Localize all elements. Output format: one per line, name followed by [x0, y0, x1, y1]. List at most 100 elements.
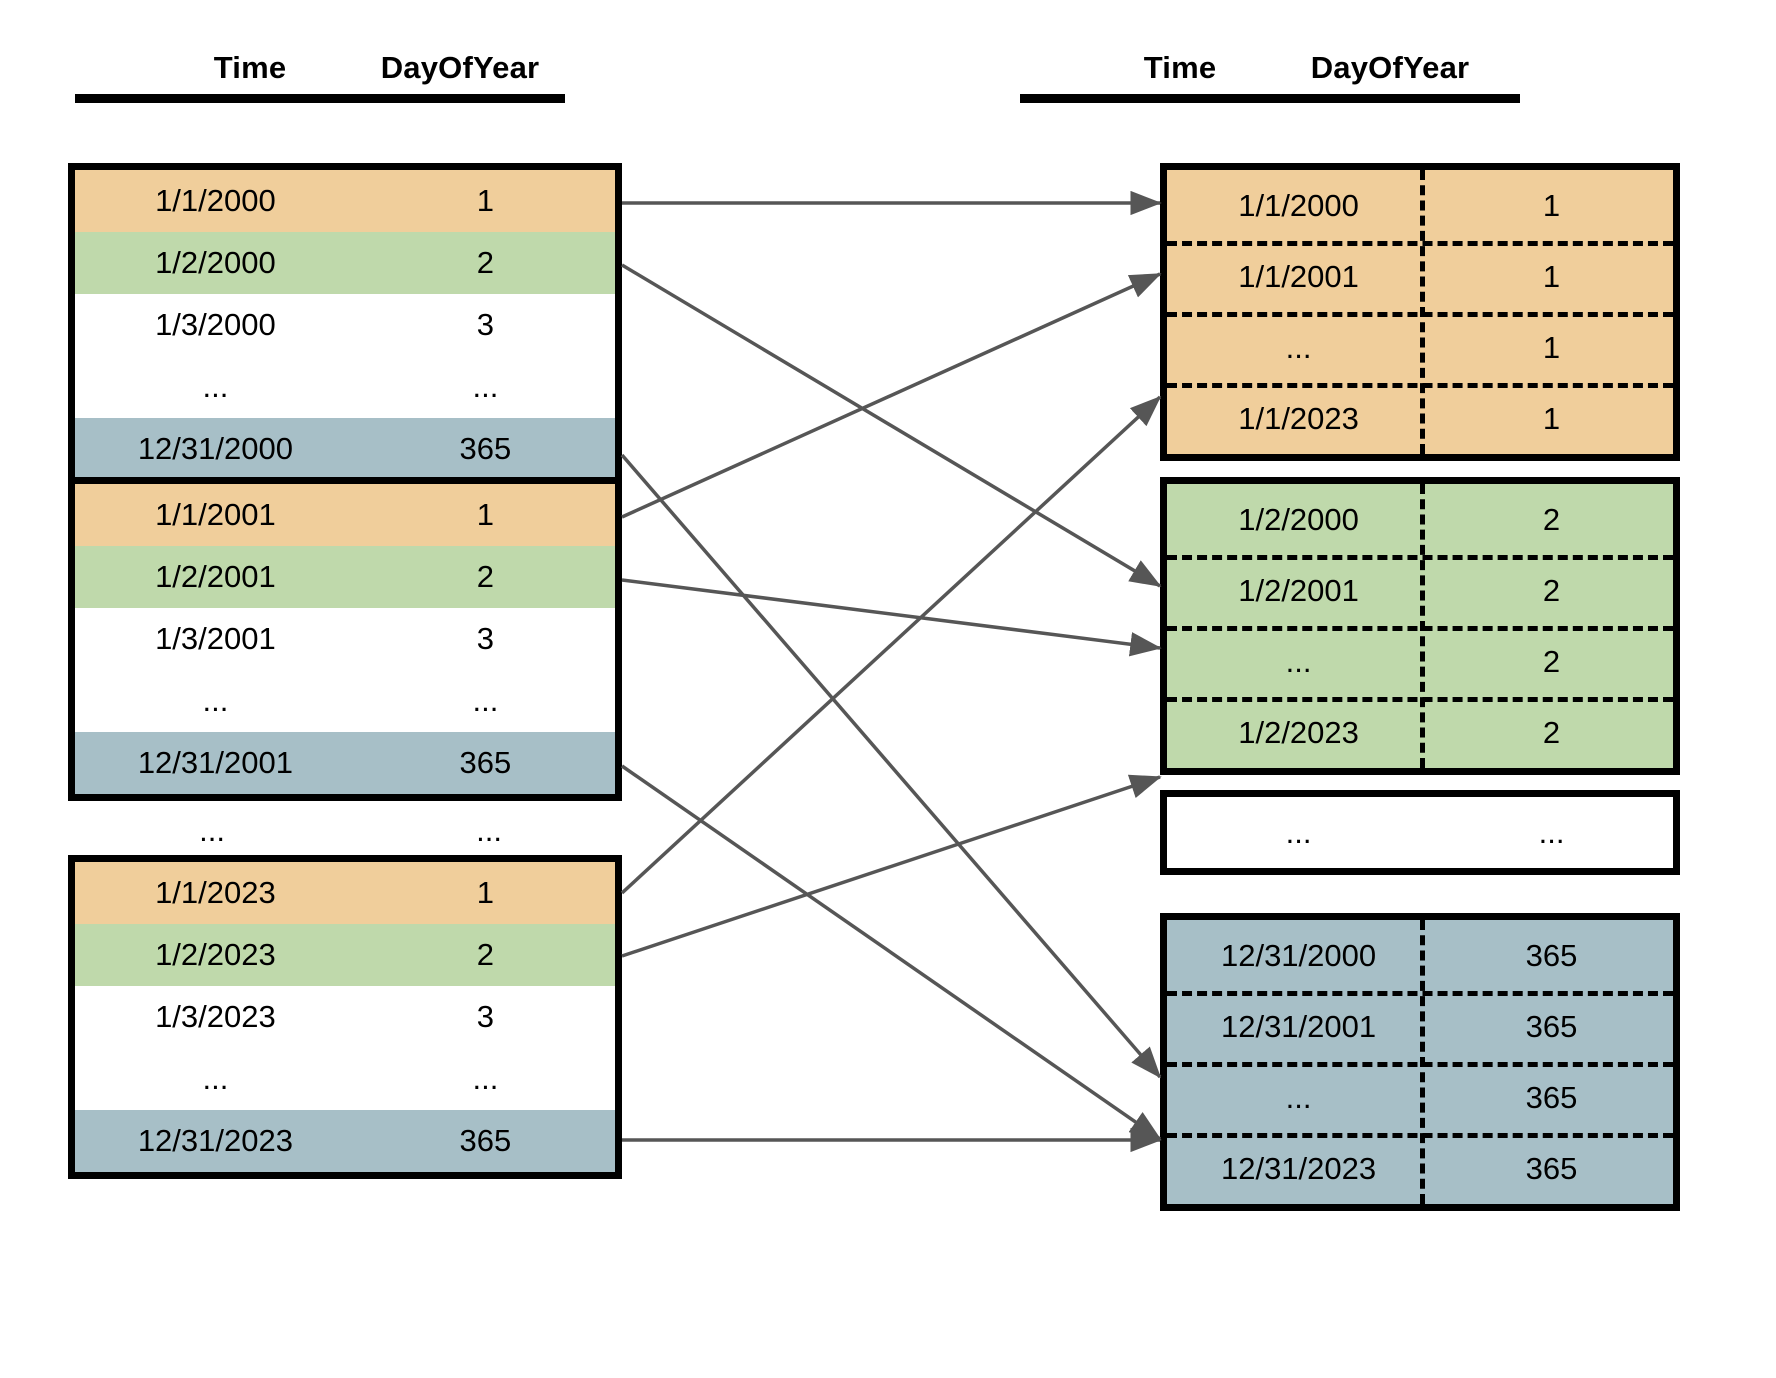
- cell-dayofyear: 365: [459, 1123, 512, 1158]
- cell-dayofyear: 3: [476, 307, 495, 342]
- cell-dayofyear: 365: [1525, 1150, 1578, 1186]
- cell-dayofyear: ...: [476, 813, 502, 848]
- cell-dayofyear: 3: [476, 999, 495, 1034]
- table-row: ......: [75, 670, 615, 732]
- cell-dayofyear: 2: [1542, 714, 1561, 750]
- cell-dayofyear: ...: [1538, 814, 1565, 850]
- right-column-headers: Time DayOfYear: [1010, 50, 1530, 103]
- table-row: 1/3/2000 3: [75, 294, 615, 356]
- cell-time: 1/1/2023: [155, 875, 276, 910]
- cell-dayofyear: 365: [459, 745, 512, 780]
- cell-dayofyear: 2: [476, 559, 495, 594]
- cell-time: 12/31/2000: [1220, 937, 1377, 973]
- right-header-dayofyear: DayOfYear: [1310, 50, 1470, 85]
- cell-dayofyear: 1: [476, 183, 495, 218]
- cell-time: 1/1/2001: [1238, 258, 1359, 294]
- arrow-2001-day1: [621, 272, 1162, 519]
- cell-time: 1/1/2001: [155, 497, 276, 532]
- table-row: 1/1/2001 1: [75, 484, 615, 546]
- table-row: 12/31/2001 365: [75, 732, 615, 794]
- table-row: 1/1/2000 1: [1167, 170, 1673, 241]
- cell-time: 1/3/2023: [155, 999, 276, 1034]
- right-table-day-of-year-1: 1/1/2000 1 1/1/2001 1... 1 1/1/2023 1: [1160, 163, 1680, 461]
- cell-dayofyear: 1: [1542, 258, 1561, 294]
- cell-time: ...: [1285, 1079, 1312, 1115]
- table-row: 12/31/2001 365: [1167, 991, 1673, 1062]
- cell-dayofyear: 1: [476, 497, 495, 532]
- cell-dayofyear: 1: [1542, 187, 1561, 223]
- table-row: ......: [75, 1048, 615, 1110]
- cell-dayofyear: 365: [1525, 1079, 1578, 1115]
- table-row: ... 1: [1167, 312, 1673, 383]
- table-row: ......: [75, 356, 615, 418]
- cell-time: 12/31/2023: [137, 1123, 293, 1158]
- cell-dayofyear: 1: [1542, 329, 1561, 365]
- cell-time: 12/31/2000: [137, 431, 293, 466]
- cell-dayofyear: 2: [1542, 643, 1561, 679]
- cell-time: ...: [202, 369, 229, 404]
- cell-dayofyear: 2: [476, 937, 495, 972]
- table-row: 1/2/2023 2: [75, 924, 615, 986]
- cell-time: 1/1/2000: [1238, 187, 1359, 223]
- arrow-2000-day365: [620, 453, 1162, 1079]
- cell-dayofyear: 1: [1542, 400, 1561, 436]
- cell-time: ...: [1285, 643, 1312, 679]
- cell-dayofyear: 365: [459, 431, 512, 466]
- dashed-column-divider: [1420, 484, 1425, 768]
- left-column-headers: Time DayOfYear: [60, 50, 620, 103]
- arrow-2001-day365: [621, 764, 1162, 1141]
- right-table-day-of-year-2: 1/2/2000 2 1/2/2001 2... 2 1/2/2023 2: [1160, 477, 1680, 775]
- arrow-2023-day1: [620, 395, 1162, 895]
- cell-dayofyear: 2: [1542, 572, 1561, 608]
- cell-dayofyear: ...: [472, 1061, 499, 1096]
- left-header-dayofyear: DayOfYear: [380, 50, 540, 85]
- cell-time: ...: [202, 1061, 229, 1096]
- cell-dayofyear: 2: [1542, 501, 1561, 537]
- cell-time: 12/31/2001: [137, 745, 293, 780]
- cell-dayofyear: 3: [476, 621, 495, 656]
- table-row: 1/2/2023 2: [1167, 697, 1673, 768]
- cell-dayofyear: 365: [1525, 937, 1578, 973]
- arrow-2023-day2: [621, 774, 1162, 958]
- left-header-time: Time: [213, 50, 287, 85]
- table-row: 12/31/2023 365: [75, 1110, 615, 1172]
- table-row: 12/31/2000 365: [75, 418, 615, 480]
- table-row: 1/2/2000 2: [75, 232, 615, 294]
- cell-time: 12/31/2023: [1220, 1150, 1377, 1186]
- table-row: ... 2: [1167, 626, 1673, 697]
- cell-dayofyear: 2: [476, 245, 495, 280]
- cell-dayofyear: ...: [472, 369, 499, 404]
- cell-time: 1/2/2023: [155, 937, 276, 972]
- cell-time: ...: [1285, 329, 1312, 365]
- table-row: 12/31/2000 365: [1167, 920, 1673, 991]
- cell-time: 1/3/2001: [155, 621, 276, 656]
- cell-time: 12/31/2001: [1220, 1008, 1377, 1044]
- cell-dayofyear: ...: [472, 683, 499, 718]
- cell-time: 1/2/2023: [1238, 714, 1359, 750]
- right-header-time: Time: [1143, 50, 1217, 85]
- cell-time: 1/2/2001: [155, 559, 276, 594]
- cell-time: 1/2/2000: [155, 245, 276, 280]
- table-row: 1/1/2001 1: [1167, 241, 1673, 312]
- cell-time: 1/1/2000: [155, 183, 276, 218]
- cell-time: 1/1/2023: [1238, 400, 1359, 436]
- dashed-column-divider: [1420, 170, 1425, 454]
- cell-time: 1/2/2000: [1238, 501, 1359, 537]
- arrow-2000-day2: [621, 263, 1162, 588]
- table-row: ... 365: [1167, 1062, 1673, 1133]
- arrow-2001-day2: [621, 578, 1162, 657]
- table-row: 1/3/2001 3: [75, 608, 615, 670]
- cell-time: 1/3/2000: [155, 307, 276, 342]
- left-header-rule: [75, 94, 565, 103]
- cell-time: 1/2/2001: [1238, 572, 1359, 608]
- cell-time: ...: [199, 813, 225, 848]
- cell-time: ...: [1285, 814, 1312, 850]
- cell-dayofyear: 1: [476, 875, 495, 910]
- left-tables-ellipsis-row: ......: [68, 800, 622, 862]
- table-row: 1/1/2000 1: [75, 170, 615, 232]
- cell-dayofyear: 365: [1525, 1008, 1578, 1044]
